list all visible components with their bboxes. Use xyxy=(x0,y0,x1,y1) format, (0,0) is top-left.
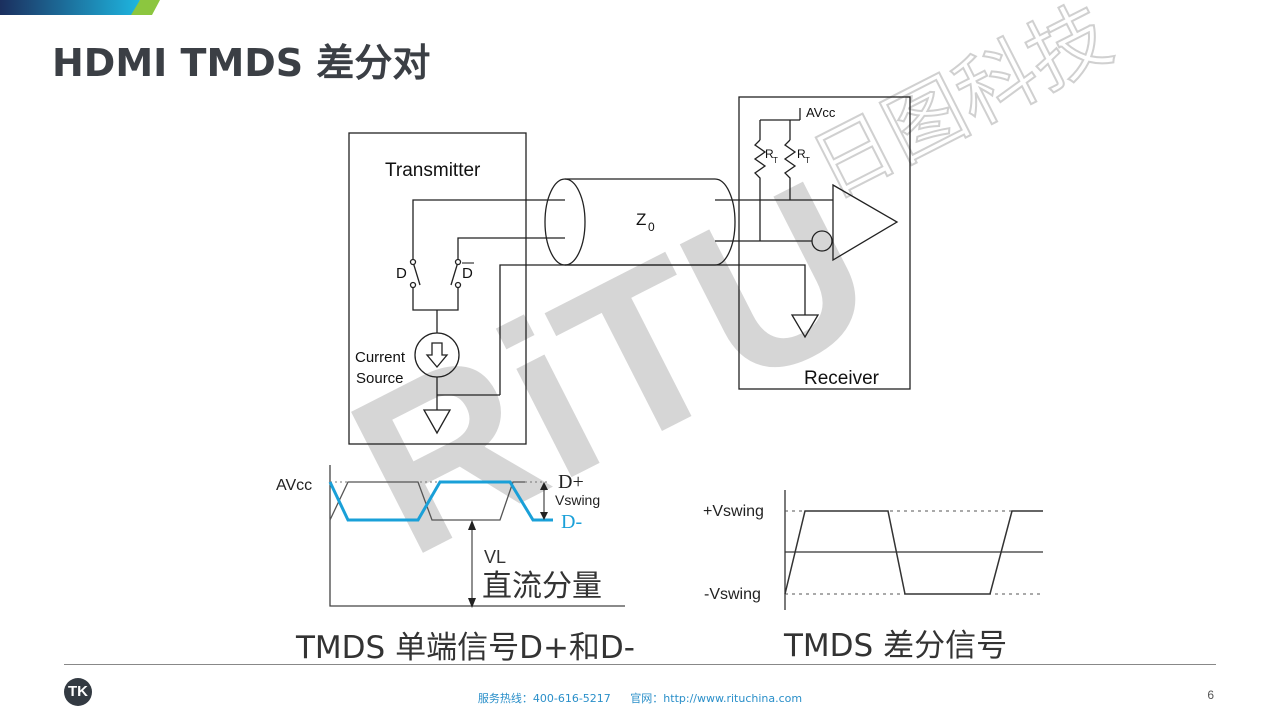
vswing-label: Vswing xyxy=(555,492,600,508)
differential-waveform: +Vswing -Vswing xyxy=(703,490,1043,610)
ground-icon-rx xyxy=(790,314,820,339)
hotline-text: 服务热线：400-616-5217 xyxy=(477,692,611,705)
receiver-amplifier-icon xyxy=(832,183,899,262)
single-ended-waveform: AVcc D+ Vswing D- VL 直流分量 xyxy=(276,465,625,608)
current-source-label: Current xyxy=(355,349,406,366)
rt-sub-2: T xyxy=(805,156,810,165)
switch-dbar-label: D xyxy=(462,265,473,282)
cable-impedance-label: Z xyxy=(636,210,646,229)
single-ended-caption: TMDS 单端信号D+和D- xyxy=(296,630,635,666)
company-logo: TK xyxy=(64,678,92,706)
wire-dplus xyxy=(412,199,565,262)
cable-impedance-sub: 0 xyxy=(648,220,655,234)
receiver-label: Receiver xyxy=(804,368,880,389)
rt-label-1: R xyxy=(765,147,774,161)
footer-divider xyxy=(64,664,1216,665)
rx-avcc-label: AVcc xyxy=(806,105,836,120)
current-source-icon xyxy=(414,332,460,378)
transmitter-box xyxy=(348,132,527,445)
inverting-bubble xyxy=(811,230,833,252)
switch-d xyxy=(412,261,421,286)
neg-vswing-label: -Vswing xyxy=(704,586,761,603)
dc-component-label: 直流分量 xyxy=(482,569,602,604)
footer-contact: 服务热线：400-616-5217 官网：http://www.rituchin… xyxy=(0,690,1280,706)
shield-wire xyxy=(499,264,806,395)
dplus-trace xyxy=(329,481,525,521)
dplus-label: D+ xyxy=(558,471,584,493)
website-link[interactable]: 官网：http://www.rituchina.com xyxy=(630,692,803,705)
wire-dminus xyxy=(457,237,565,262)
dminus-label: D- xyxy=(561,511,582,533)
avcc-label: AVcc xyxy=(276,477,312,494)
page-number: 6 xyxy=(1207,688,1214,702)
transmitter-label: Transmitter xyxy=(385,160,481,181)
resistor-rt-2 xyxy=(783,139,797,200)
differential-trace xyxy=(784,510,1043,595)
current-source-label-2: Source xyxy=(356,370,404,387)
page-title: HDMI TMDS 差分对 xyxy=(52,41,431,85)
dminus-trace xyxy=(328,480,553,522)
receiver-box xyxy=(738,96,911,390)
vl-label: VL xyxy=(484,547,506,567)
switch-d-label: D xyxy=(396,265,407,282)
header-accent-bar xyxy=(0,0,160,15)
rt-label-2: R xyxy=(797,147,806,161)
rt-sub-1: T xyxy=(773,156,778,165)
watermark-company: 日图科技 xyxy=(799,0,1125,214)
ground-icon-tx xyxy=(422,409,452,435)
differential-caption: TMDS 差分信号 xyxy=(784,628,1008,664)
pos-vswing-label: +Vswing xyxy=(703,503,764,520)
resistor-rt-1 xyxy=(753,139,767,241)
switch-dbar xyxy=(450,261,459,286)
